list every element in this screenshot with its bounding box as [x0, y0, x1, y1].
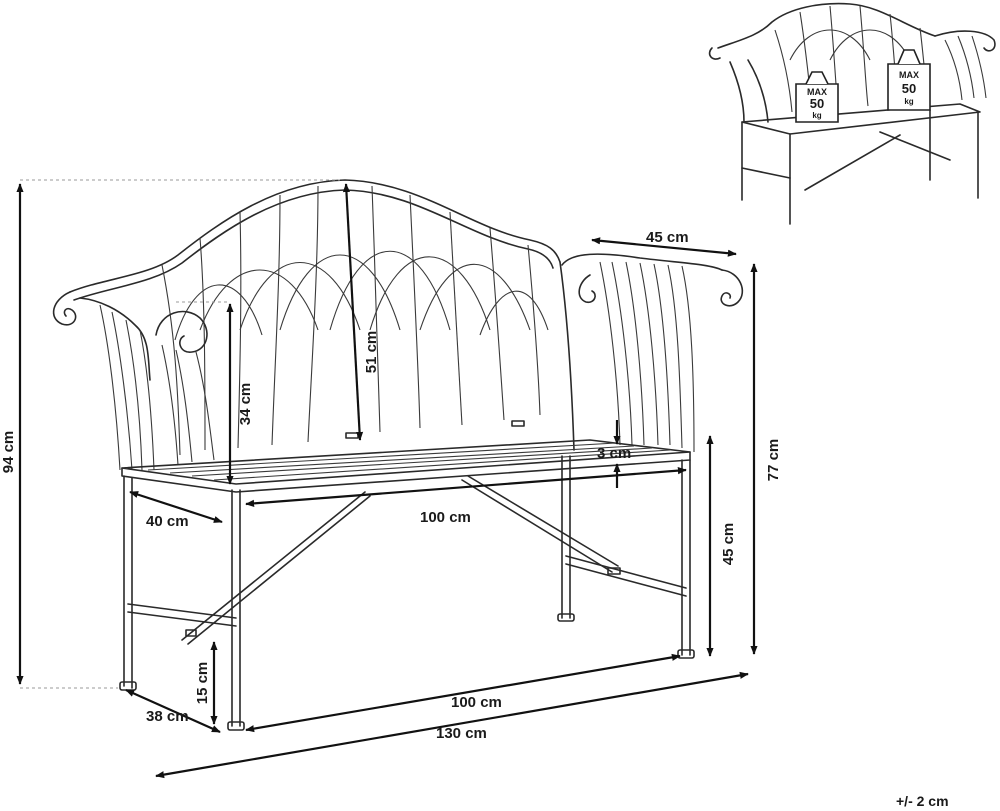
dim-line-100-legs [245, 653, 681, 733]
right-armrest [559, 253, 744, 453]
label-overall-height: 94 cm [0, 431, 17, 474]
load-badge-left-line3: kg [812, 111, 821, 120]
left-armrest [52, 291, 215, 471]
load-badge-left: MAX 50 kg [795, 71, 839, 123]
label-seat-width: 100 cm [420, 509, 471, 526]
backrest-crest [69, 179, 561, 293]
load-badge-right-line1: MAX [899, 70, 919, 80]
dimension-labels: 94 cm 77 cm 45 cm 51 cm 34 cm 3 cm 40 cm… [0, 229, 949, 809]
label-armrest-height: 77 cm [765, 439, 782, 482]
label-overall-depth: 38 cm [146, 708, 189, 725]
load-badge-left-line2: 50 [810, 96, 824, 111]
label-stretcher-height: 15 cm [194, 662, 211, 705]
dim-line-51 [342, 183, 364, 441]
dim-line-40 [129, 490, 223, 524]
dim-line-45-depth [591, 237, 737, 257]
load-badge-left-line1: MAX [807, 87, 827, 97]
label-seat-depth: 40 cm [146, 513, 189, 530]
label-overall-width: 130 cm [436, 725, 487, 742]
dimension-lines [16, 183, 758, 779]
label-armrest-to-seat: 34 cm [237, 383, 254, 426]
load-badge-right-line3: kg [904, 97, 913, 106]
bench-main-drawing [52, 179, 744, 731]
label-leg-span-width: 100 cm [451, 694, 502, 711]
dim-line-100-seat [245, 467, 687, 507]
label-tolerance: +/- 2 cm [896, 793, 949, 809]
braces [127, 475, 687, 645]
dim-line-130 [155, 671, 749, 779]
label-armrest-depth: 45 cm [646, 229, 689, 246]
label-seat-thickness: 3 cm [597, 445, 631, 462]
backrest-arches [161, 185, 549, 456]
load-badge-right: MAX 50 kg [887, 49, 931, 111]
thumbnail-bench [708, 2, 996, 225]
load-badge-right-line2: 50 [902, 81, 916, 96]
dim-line-38 [125, 688, 221, 734]
extension-lines [20, 179, 340, 689]
label-backrest-height: 51 cm [363, 331, 380, 374]
label-seat-height: 45 cm [720, 523, 737, 566]
